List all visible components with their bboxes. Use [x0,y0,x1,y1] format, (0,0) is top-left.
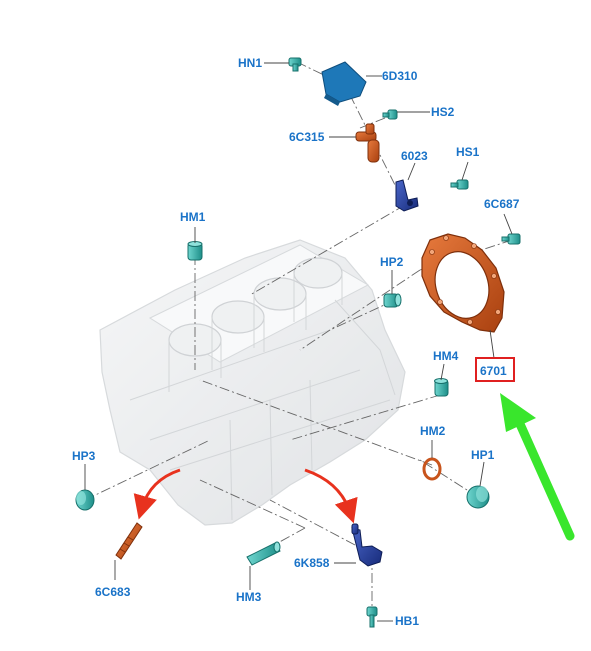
callout-leaders [84,62,513,622]
part-hb1-bolt[interactable] [366,606,378,628]
part-hn1-bolt[interactable] [288,57,302,72]
part-hm1-dowel[interactable] [187,241,203,261]
part-6c683-rod[interactable] [115,522,143,560]
part-hp3-plug[interactable] [75,489,95,511]
green-pointer-arrow [500,393,575,541]
part-hm3-sleeve[interactable] [246,541,281,566]
part-hp2-plug[interactable] [383,293,402,308]
red-arrow-left [133,468,181,520]
callout-hs1[interactable]: HS1 [456,145,480,159]
highlight-box-6701 [475,357,515,382]
callout-6c315[interactable]: 6C315 [289,130,325,144]
part-hm4-dowel[interactable] [434,378,449,397]
part-hm2-oring[interactable] [422,457,442,481]
cylinder-block [99,239,406,526]
red-arrow-right [304,468,358,524]
part-6701-seal-retainer[interactable] [421,233,505,359]
callout-6701[interactable]: 6701 [480,364,507,378]
callout-6023[interactable]: 6023 [401,149,428,163]
part-hs1-bolt[interactable] [450,179,469,190]
callout-6k858[interactable]: 6K858 [294,556,330,570]
callout-hb1[interactable]: HB1 [395,614,419,628]
part-6c687-bolt[interactable] [501,233,521,245]
callout-hn1[interactable]: HN1 [238,56,262,70]
callout-hm4[interactable]: HM4 [433,349,459,363]
callout-hs2[interactable]: HS2 [431,105,455,119]
callout-6d310[interactable]: 6D310 [382,69,418,83]
part-hs2-bolt[interactable] [382,109,398,120]
part-hp1-plug[interactable] [466,485,490,509]
callout-hm2[interactable]: HM2 [420,424,446,438]
callout-hp3[interactable]: HP3 [72,449,96,463]
callout-hp1[interactable]: HP1 [471,448,495,462]
callout-6c683[interactable]: 6C683 [95,585,131,599]
part-6k858-sensor[interactable] [351,523,383,567]
callout-hm1[interactable]: HM1 [180,210,206,224]
callout-hm3[interactable]: HM3 [236,590,262,604]
part-6c315-valve[interactable] [355,123,380,163]
callout-hp2[interactable]: HP2 [380,255,404,269]
callout-6c687[interactable]: 6C687 [484,197,520,211]
part-6023-bracket[interactable] [395,179,419,212]
part-6d310-cover[interactable] [321,61,367,106]
